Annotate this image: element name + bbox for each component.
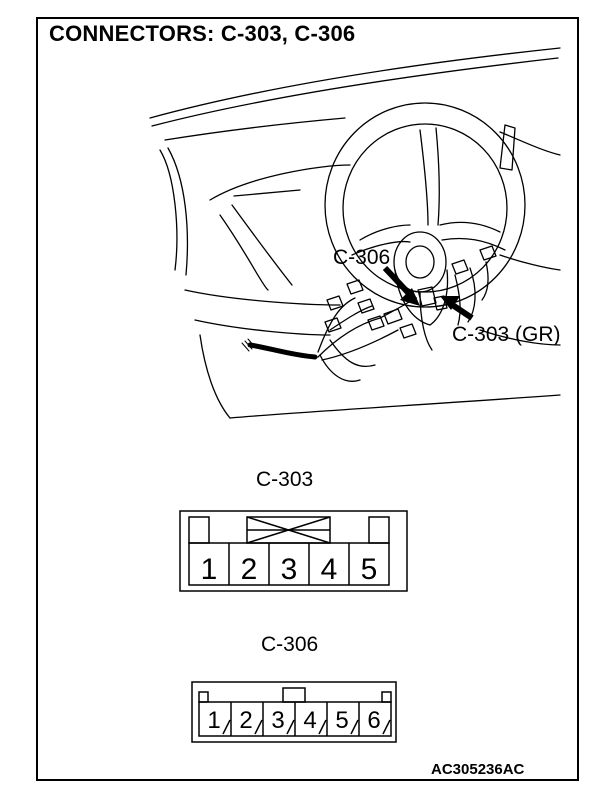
connector-c303-outline bbox=[179, 510, 408, 592]
connector-c306-outline bbox=[191, 681, 397, 743]
c303-pin-1: 1 bbox=[200, 553, 218, 586]
c306-pin-4: 4 bbox=[303, 707, 317, 734]
c306-pin-1: 1 bbox=[207, 707, 221, 734]
callout-c306: C-306 bbox=[333, 246, 391, 269]
diagram-title: CONNECTORS: C-303, C-306 bbox=[49, 21, 356, 46]
c306-arrow bbox=[382, 265, 420, 306]
c306-pin-5: 5 bbox=[335, 707, 349, 734]
c306-pin-3: 3 bbox=[271, 707, 285, 734]
connector-c306-name: C-306 bbox=[261, 633, 319, 656]
diagram-frame bbox=[36, 17, 579, 781]
c303-pin-2: 2 bbox=[240, 553, 258, 586]
c303-arrow bbox=[440, 296, 474, 321]
c303-pin-4: 4 bbox=[320, 553, 338, 586]
c306-pin-6: 6 bbox=[367, 707, 381, 734]
reference-code: AC305236AC bbox=[431, 761, 525, 778]
c303-pin-5: 5 bbox=[360, 553, 378, 586]
callout-c303: C-303 (GR) bbox=[452, 323, 561, 346]
connector-c303-name: C-303 bbox=[256, 468, 314, 491]
c303-pin-3: 3 bbox=[280, 553, 298, 586]
c306-pin-2: 2 bbox=[239, 707, 253, 734]
